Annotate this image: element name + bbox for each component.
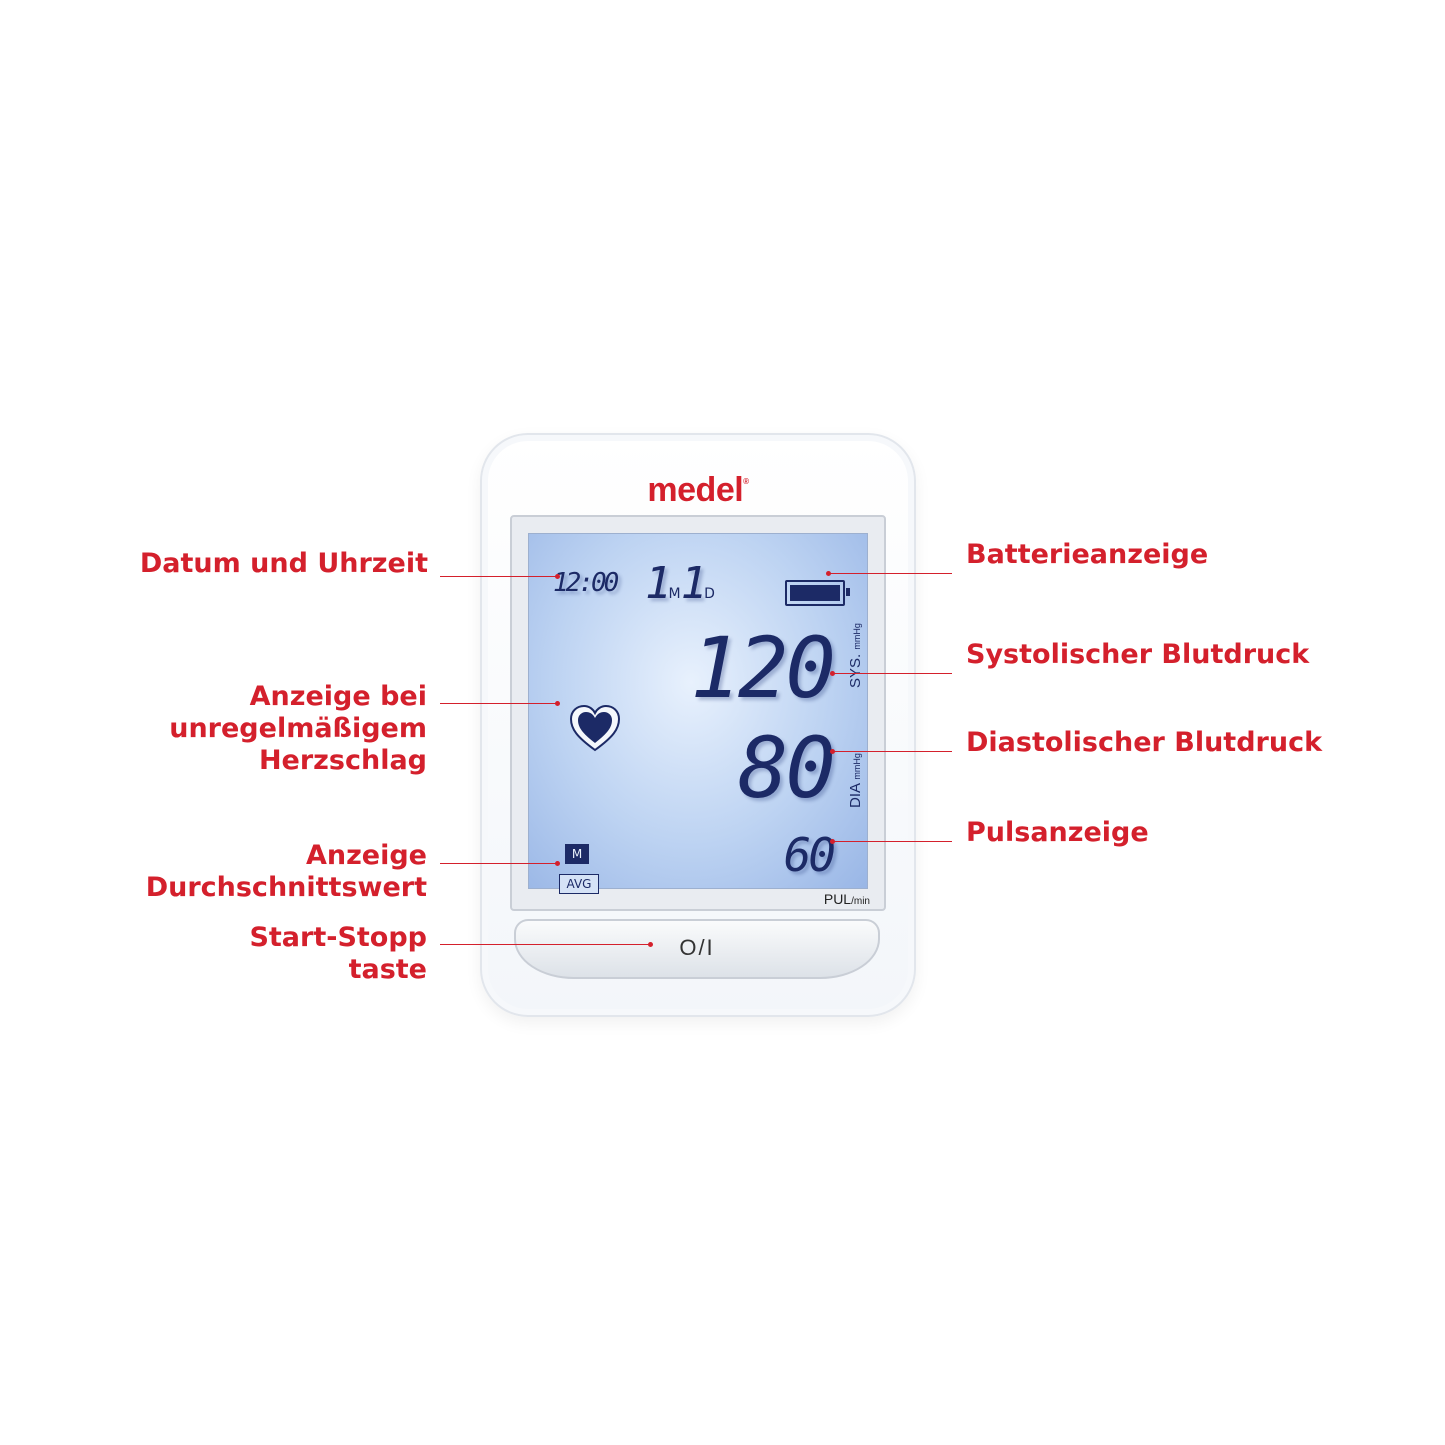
lcd-pulse: 60 (783, 828, 836, 882)
label-pulse: Pulsanzeige (966, 817, 1149, 848)
leader-battery (828, 573, 952, 574)
leader-date-time-dot (555, 574, 560, 579)
registered-mark: ® (743, 477, 749, 486)
battery-fill (790, 585, 840, 601)
leader-diastolic-dot (830, 749, 835, 754)
dia-unit: mmHg (852, 753, 862, 780)
start-stop-button[interactable]: O/I (514, 919, 880, 979)
lcd-day-unit: D (704, 586, 715, 602)
display-bezel: 12:00 1M1D 120 80 60 SYS. mmHg DIA mmHg … (510, 515, 886, 911)
pulse-unit-label: PUL/min (824, 891, 870, 907)
lcd-systolic: 120 (690, 619, 836, 717)
label-irregular-heartbeat-line-1: Anzeige bei (249, 681, 427, 712)
start-stop-button-label: O/I (679, 935, 715, 960)
battery-icon (785, 580, 850, 606)
memory-indicator: M (565, 844, 589, 864)
leader-date-time (440, 576, 558, 577)
lcd-month-unit: M (668, 586, 681, 602)
dia-label: DIA mmHg (847, 753, 864, 808)
label-battery: Batterieanzeige (966, 539, 1209, 570)
lcd-time: 12:00 (553, 568, 619, 598)
label-irregular-heartbeat-line-2: unregelmäßigem (169, 713, 427, 744)
sys-unit: mmHg (852, 623, 862, 650)
sys-label: SYS. mmHg (847, 623, 864, 688)
leader-start-stop-dot (648, 942, 653, 947)
pulse-label-text: PUL (823, 891, 852, 907)
label-start-stop-line-1: Start-Stopp (249, 922, 427, 953)
leader-irregular-heartbeat-dot (555, 701, 560, 706)
label-average-line-2: Durchschnittswert (145, 872, 427, 903)
leader-systolic (832, 673, 952, 674)
leader-pulse (832, 841, 952, 842)
label-diastolic: Diastolischer Blutdruck (966, 727, 1323, 758)
heart-icon (567, 700, 623, 756)
label-start-stop: Start-Stopp taste (249, 922, 427, 986)
label-average: Anzeige Durchschnittswert (146, 840, 427, 904)
lcd-month: 1 (645, 558, 671, 609)
lcd-date: 1M1D (645, 558, 715, 609)
leader-irregular-heartbeat (440, 703, 558, 704)
brand-logo: medel® (482, 471, 914, 510)
label-irregular-heartbeat-line-3: Herzschlag (258, 745, 427, 776)
leader-average (440, 863, 558, 864)
sys-label-text: SYS. (847, 653, 864, 688)
average-indicator: AVG (559, 874, 599, 894)
label-start-stop-line-2: taste (348, 954, 427, 985)
leader-pulse-dot (830, 839, 835, 844)
leader-start-stop (440, 944, 650, 945)
leader-battery-dot (826, 571, 831, 576)
label-average-line-1: Anzeige (305, 840, 427, 871)
lcd-display: 12:00 1M1D 120 80 60 SYS. mmHg DIA mmHg … (528, 533, 868, 894)
leader-systolic-dot (830, 671, 835, 676)
pulse-unit-text: /min (851, 896, 870, 907)
blood-pressure-monitor: medel® 12:00 1M1D 120 80 60 SYS. mmHg DI… (480, 433, 916, 1017)
leader-diastolic (832, 751, 952, 752)
label-systolic: Systolischer Blutdruck (966, 639, 1310, 670)
leader-average-dot (555, 861, 560, 866)
lcd-day: 1 (680, 558, 707, 609)
brand-name: medel (647, 471, 744, 509)
dia-label-text: DIA (847, 783, 864, 808)
label-irregular-heartbeat: Anzeige bei unregelmäßigem Herzschlag (169, 681, 427, 777)
lcd-diastolic: 80 (737, 719, 836, 817)
label-date-time: Datum und Uhrzeit (139, 548, 428, 579)
